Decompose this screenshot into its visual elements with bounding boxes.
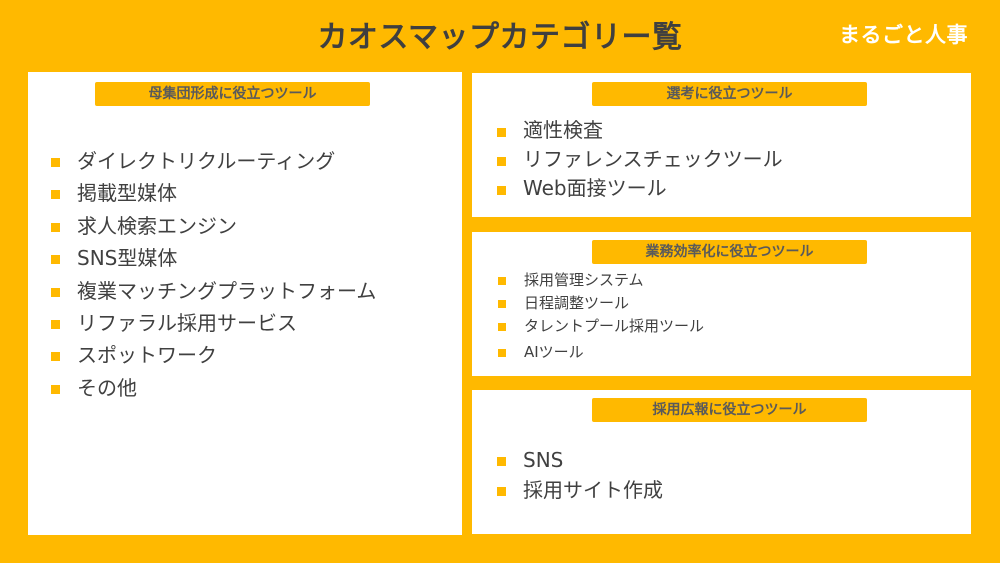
- item-label: その他: [77, 375, 137, 400]
- item-list: SNS 採用サイト作成: [497, 445, 663, 505]
- item-list: ダイレクトリクルーティング 掲載型媒体 求人検索エンジン SNS型媒体 複業マッ…: [51, 145, 376, 404]
- square-bullet-icon: [497, 457, 506, 466]
- item-list: 採用管理システム 日程調整ツール タレントプール採用ツール AIツール: [498, 269, 704, 364]
- brand-logo: まるごと人事: [839, 23, 968, 47]
- item-label: 適性検査: [523, 118, 603, 142]
- list-item: SNS: [497, 445, 663, 475]
- square-bullet-icon: [498, 323, 506, 331]
- item-label: 求人検索エンジン: [77, 213, 237, 238]
- item-label: Web面接ツール: [523, 176, 667, 200]
- item-label: 採用サイト作成: [523, 478, 663, 502]
- item-label: リファレンスチェックツール: [523, 147, 783, 171]
- page-title: カオスマップカテゴリー覧: [317, 20, 683, 55]
- square-bullet-icon: [51, 287, 60, 297]
- square-bullet-icon: [497, 157, 506, 166]
- item-label: 採用管理システム: [524, 271, 644, 289]
- list-item: 採用管理システム: [498, 269, 704, 292]
- square-bullet-icon: [51, 158, 60, 167]
- panel-label: 選考に役立つツール: [592, 82, 867, 106]
- list-item: 掲載型媒体: [51, 177, 376, 209]
- panel-label: 採用広報に役立つツール: [592, 398, 867, 422]
- item-label: ダイレクトリクルーティング: [77, 149, 336, 173]
- item-label: スポットワーク: [77, 343, 217, 368]
- item-list: 適性検査 リファレンスチェックツール Web面接ツール: [497, 116, 783, 203]
- square-bullet-icon: [498, 277, 506, 285]
- panel-efficiency: 業務効率化に役立つツール 採用管理システム 日程調整ツール タレントプール採用ツ…: [472, 232, 971, 376]
- panel-selection: 選考に役立つツール 適性検査 リファレンスチェックツール Web面接ツール: [472, 73, 971, 217]
- list-item: リファレンスチェックツール: [497, 145, 783, 174]
- panel-label: 母集団形成に役立つツール: [95, 82, 370, 106]
- square-bullet-icon: [497, 487, 506, 496]
- square-bullet-icon: [497, 186, 506, 195]
- list-item: 適性検査: [497, 116, 783, 145]
- square-bullet-icon: [51, 352, 60, 362]
- square-bullet-icon: [497, 128, 506, 137]
- item-label: リファラル採用サービス: [77, 310, 297, 335]
- item-label: AIツール: [524, 343, 584, 361]
- square-bullet-icon: [51, 190, 60, 200]
- list-item: 複業マッチングプラットフォーム: [51, 275, 376, 307]
- item-label: SNS: [523, 448, 564, 472]
- item-label: 複業マッチングプラットフォーム: [77, 278, 377, 303]
- square-bullet-icon: [51, 384, 60, 394]
- square-bullet-icon: [51, 319, 60, 329]
- panel-recruitment-pr: 採用広報に役立つツール SNS 採用サイト作成: [472, 390, 971, 534]
- item-label: 掲載型媒体: [77, 181, 177, 206]
- list-item: 求人検索エンジン: [51, 210, 376, 242]
- square-bullet-icon: [51, 222, 60, 232]
- item-label: タレントプール採用ツール: [524, 317, 705, 335]
- list-item: SNS型媒体: [51, 242, 376, 274]
- list-item: ダイレクトリクルーティング: [51, 145, 376, 177]
- list-item: その他: [51, 372, 376, 404]
- list-item: リファラル採用サービス: [51, 307, 376, 339]
- list-item: タレントプール採用ツール: [498, 315, 704, 338]
- square-bullet-icon: [498, 349, 506, 357]
- panel-population-formation: 母集団形成に役立つツール ダイレクトリクルーティング 掲載型媒体 求人検索エンジ…: [28, 72, 462, 535]
- list-item: 日程調整ツール: [498, 292, 704, 315]
- list-item: 採用サイト作成: [497, 475, 663, 505]
- square-bullet-icon: [51, 255, 60, 265]
- item-label: 日程調整ツール: [524, 294, 630, 312]
- list-item: Web面接ツール: [497, 174, 783, 203]
- list-item: AIツール: [498, 341, 704, 364]
- item-label: SNS型媒体: [77, 246, 178, 271]
- panel-label: 業務効率化に役立つツール: [592, 240, 867, 264]
- square-bullet-icon: [498, 300, 506, 308]
- list-item: スポットワーク: [51, 339, 376, 371]
